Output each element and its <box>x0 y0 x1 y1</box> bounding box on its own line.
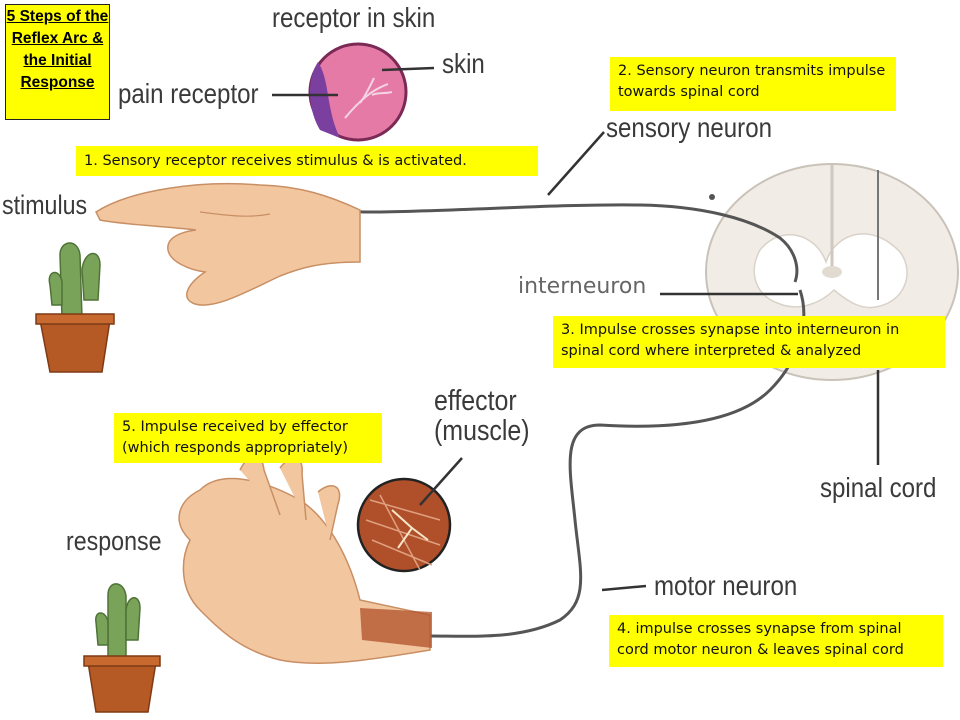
label-pain-receptor: pain receptor <box>118 78 259 109</box>
step-1-box: 1. Sensory receptor receives stimulus & … <box>76 146 538 176</box>
label-stimulus: stimulus <box>2 190 88 220</box>
response-hand <box>178 455 432 664</box>
motor-neuron-path <box>429 289 806 638</box>
label-effector-line2: (muscle) <box>434 415 530 447</box>
step-3-box: 3. Impulse crosses synapse into interneu… <box>553 316 945 368</box>
label-sensory-neuron: sensory neuron <box>606 112 772 143</box>
label-motor-neuron: motor neuron <box>654 570 798 601</box>
effector-muscle-illustration <box>356 457 463 573</box>
receptor-in-skin-illustration <box>272 42 435 142</box>
step-4-box: 4. impulse crosses synapse from spinal c… <box>609 615 943 667</box>
label-spinal-cord: spinal cord <box>820 472 937 503</box>
label-effector-line1: effector <box>434 385 517 417</box>
cactus-bottom <box>83 583 161 713</box>
label-interneuron: interneuron <box>518 274 647 299</box>
label-effector: effector (muscle) <box>434 386 530 446</box>
step-5-box: 5. Impulse received by effector (which r… <box>114 413 382 463</box>
stimulus-hand <box>95 183 361 306</box>
label-receptor-in-skin: receptor in skin <box>272 2 436 33</box>
label-response: response <box>66 526 162 556</box>
step-2-box: 2. Sensory neuron transmits impulse towa… <box>610 57 896 111</box>
cactus-top <box>35 242 115 373</box>
diagram-title: 5 Steps of the Reflex Arc & the Initial … <box>5 4 110 120</box>
label-skin: skin <box>442 48 485 79</box>
